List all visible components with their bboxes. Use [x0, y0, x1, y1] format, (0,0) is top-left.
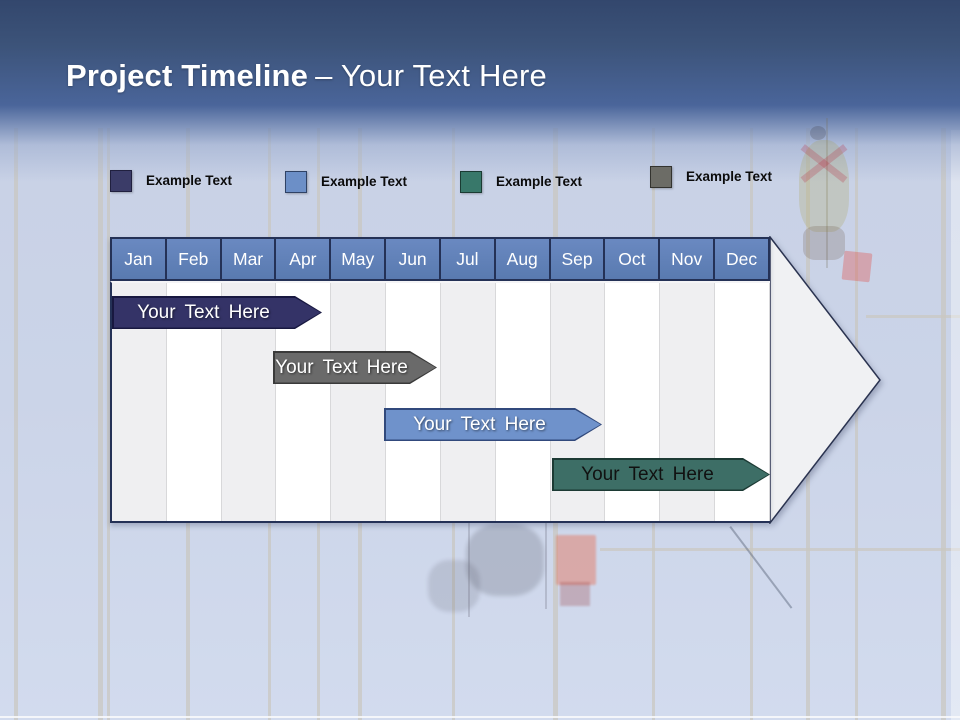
month-cell-feb: Feb	[166, 239, 220, 279]
task-bar-label: Your Text Here	[137, 301, 270, 323]
legend-swatch	[460, 171, 482, 193]
window-grid-line	[98, 128, 103, 720]
month-cell-nov: Nov	[660, 239, 714, 279]
legend-label: Example Text	[321, 174, 408, 189]
reflection-gear	[466, 524, 544, 596]
page-title: Project Timeline– Your Text Here	[66, 58, 547, 94]
month-column-may	[331, 283, 387, 521]
window-grid-line	[855, 128, 858, 720]
month-column-aug	[496, 283, 551, 521]
legend-item: Example Text	[285, 171, 407, 193]
task-bar-label: Your Text Here	[275, 356, 408, 378]
washer-rope	[826, 118, 828, 268]
reflection-rope	[545, 523, 547, 609]
reflection-bucket	[556, 535, 596, 585]
reflection-rope	[468, 523, 470, 617]
slide-bottom-line	[0, 716, 960, 718]
legend-label: Example Text	[686, 169, 773, 184]
title-main: Project Timeline	[66, 58, 309, 93]
month-column-jul	[440, 283, 496, 521]
legend-item: Example Text	[650, 166, 772, 188]
month-column-jun	[386, 283, 441, 521]
title-dash: –	[315, 58, 333, 93]
title-placeholder-text: Your Text Here	[340, 58, 547, 93]
window-edge-highlight	[951, 130, 960, 720]
reflection-bucket	[560, 582, 590, 606]
month-column-feb	[167, 283, 222, 521]
month-cell-may: May	[331, 239, 385, 279]
window-grid-line	[600, 548, 960, 551]
task-bar-label: Your Text Here	[581, 463, 714, 485]
task-bar-fill	[114, 298, 321, 328]
month-column-apr	[276, 283, 332, 521]
washer-legs	[803, 226, 845, 260]
task-bar-fill	[275, 353, 436, 383]
legend-item: Example Text	[460, 171, 582, 193]
task-bar-label: Your Text Here	[413, 413, 546, 435]
window-grid-line	[866, 315, 960, 318]
month-column-oct	[605, 283, 661, 521]
timeline-arrow-head	[769, 236, 881, 524]
window-washer-figure	[799, 140, 849, 232]
month-cell-jan: Jan	[112, 239, 165, 279]
washer-head	[810, 126, 826, 140]
legend-swatch	[650, 166, 672, 188]
header-band	[0, 0, 960, 185]
window-grid-line	[107, 128, 110, 720]
month-cell-oct: Oct	[605, 239, 659, 279]
title-suffix: – Your Text Here	[315, 58, 547, 93]
task-bar: Your Text Here	[552, 458, 770, 491]
month-cell-jun: Jun	[386, 239, 439, 279]
window-grid-line	[941, 128, 946, 720]
month-cell-dec: Dec	[715, 239, 768, 279]
task-bar: Your Text Here	[112, 296, 322, 329]
month-cell-apr: Apr	[276, 239, 330, 279]
month-cell-mar: Mar	[221, 239, 275, 279]
legend-swatch	[110, 170, 132, 192]
month-cell-jul: Jul	[440, 239, 494, 279]
month-column-dec	[715, 283, 770, 521]
legend-label: Example Text	[496, 174, 583, 189]
legend-item: Example Text	[110, 170, 232, 192]
task-bar-fill	[386, 410, 601, 440]
task-bar-fill	[554, 460, 769, 490]
window-grid-line	[14, 128, 18, 720]
legend-label: Example Text	[146, 173, 233, 188]
task-bar: Your Text Here	[384, 408, 602, 441]
task-bar: Your Text Here	[273, 351, 437, 384]
reflection-gear	[428, 560, 480, 612]
month-cell-sep: Sep	[550, 239, 604, 279]
month-cell-aug: Aug	[495, 239, 549, 279]
legend-swatch	[285, 171, 307, 193]
